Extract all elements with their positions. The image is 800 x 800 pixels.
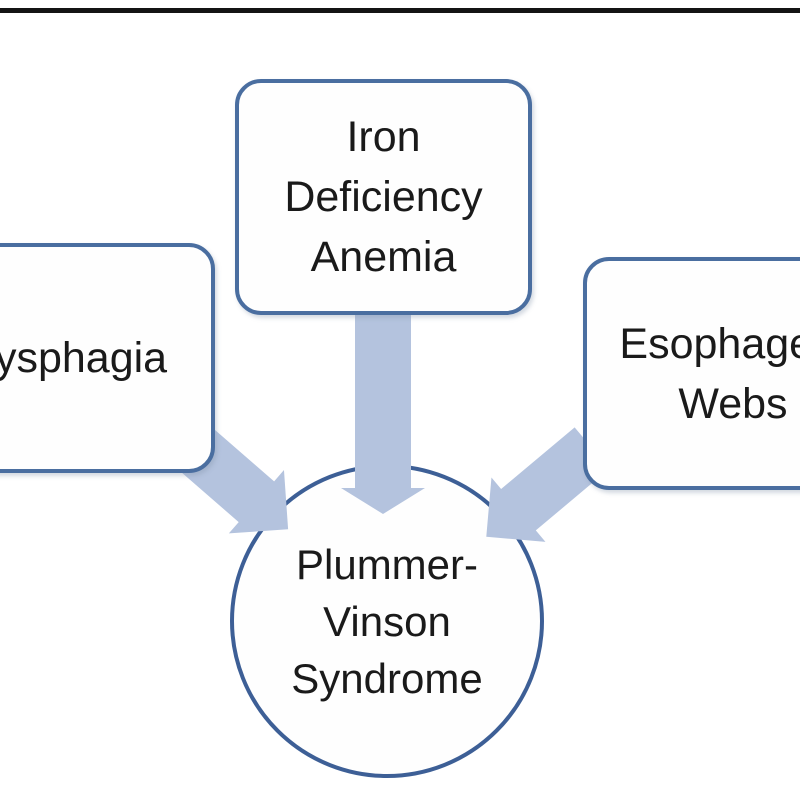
esophageal-webs-label: Esophageal Webs xyxy=(619,319,800,428)
arrow-webs-to-syndrome xyxy=(486,427,610,542)
dysphagia-label: Dysphagia xyxy=(0,334,168,382)
top-border-line xyxy=(0,8,800,13)
plummer-vinson-syndrome-label: Plummer- Vinson Syndrome xyxy=(291,540,483,702)
arrow-anemia-to-syndrome xyxy=(341,308,425,514)
iron-deficiency-anemia-label: Iron Deficiency Anemia xyxy=(284,113,483,281)
node-esophageal-webs: Esophageal Webs xyxy=(583,257,800,490)
node-dysphagia: Dysphagia xyxy=(0,243,215,473)
node-iron-deficiency-anemia: Iron Deficiency Anemia xyxy=(235,79,532,315)
